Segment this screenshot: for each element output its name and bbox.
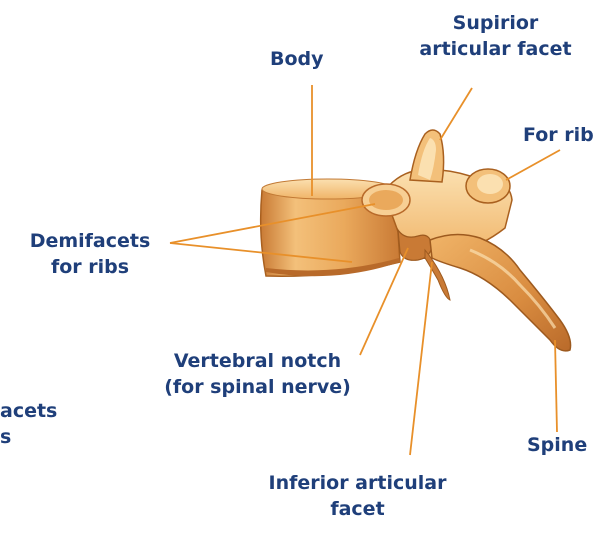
label-vertebral-notch: Vertebral notch (for spinal nerve) bbox=[145, 348, 370, 400]
label-superior-articular-facet: Supirior articular facet bbox=[398, 10, 593, 62]
label-for-rib-text: For rib bbox=[523, 122, 594, 148]
label-vertebral-notch-line2: (for spinal nerve) bbox=[145, 374, 370, 400]
inferior-facet-leader bbox=[410, 262, 432, 455]
label-for-rib: For rib bbox=[523, 122, 594, 148]
label-vertebral-notch-line1: Vertebral notch bbox=[145, 348, 370, 374]
label-cropped-left-line2: s bbox=[0, 424, 57, 450]
spinous-process bbox=[425, 234, 571, 350]
label-body: Body bbox=[270, 46, 324, 72]
label-inferior-facet-line2: facet bbox=[245, 496, 470, 522]
label-cropped-left-line1: acets bbox=[0, 398, 57, 424]
label-body-text: Body bbox=[270, 46, 324, 72]
label-superior-facet-line2: articular facet bbox=[398, 36, 593, 62]
superior-facet-leader bbox=[440, 88, 472, 140]
label-demifacets-line2: for ribs bbox=[10, 254, 170, 280]
label-demifacets-line1: Demifacets bbox=[10, 228, 170, 254]
label-inferior-articular-facet: Inferior articular facet bbox=[245, 470, 470, 522]
label-inferior-facet-line1: Inferior articular bbox=[245, 470, 470, 496]
label-spine-text: Spine bbox=[527, 432, 587, 458]
spine-leader bbox=[555, 340, 557, 432]
label-cropped-left: acets s bbox=[0, 398, 57, 450]
label-demifacets: Demifacets for ribs bbox=[10, 228, 170, 280]
label-superior-facet-line1: Supirior bbox=[398, 10, 593, 36]
label-spine: Spine bbox=[527, 432, 587, 458]
for-rib-leader bbox=[506, 150, 560, 180]
